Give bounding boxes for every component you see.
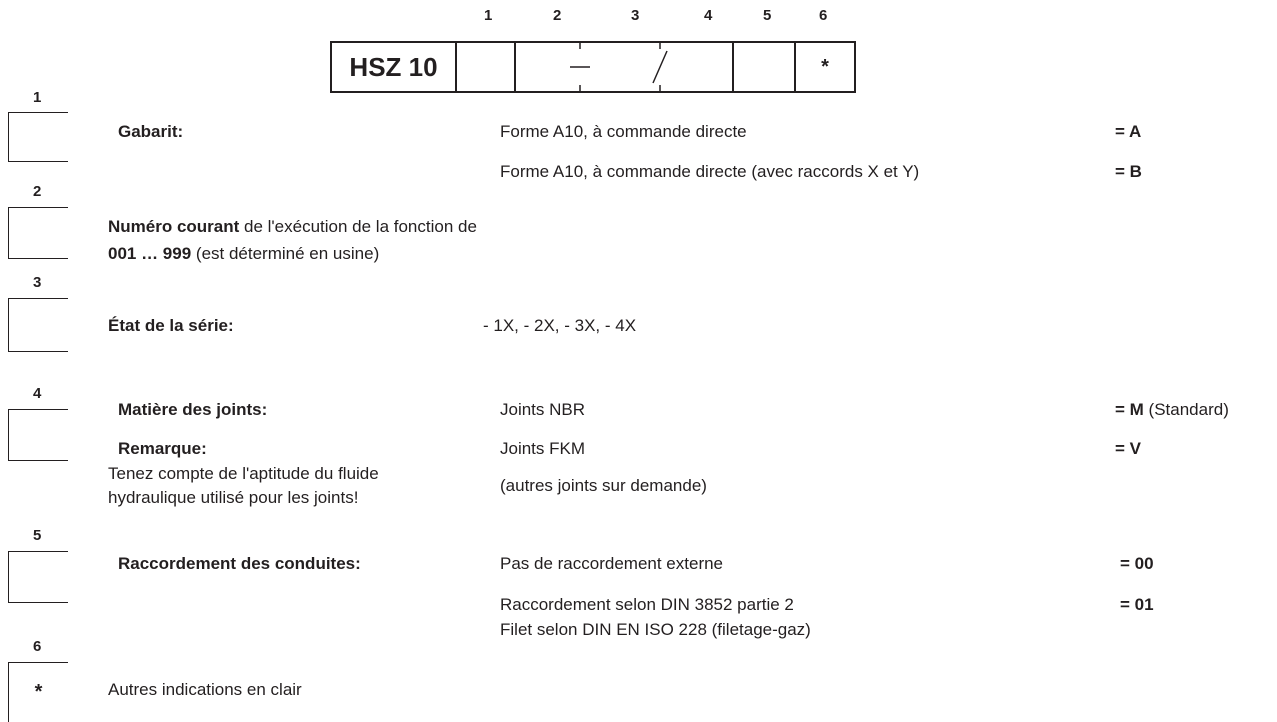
- option-code: = 00: [1120, 554, 1154, 573]
- section-2-note: (est déterminé en usine): [191, 244, 380, 263]
- code-position-3: 3: [631, 7, 640, 24]
- section-number-3: 3: [33, 274, 42, 291]
- section-number-2: 2: [33, 183, 42, 200]
- option-text: (autres joints sur demande): [500, 476, 707, 495]
- option-text: Forme A10, à commande directe: [500, 122, 747, 141]
- section-title-2-bold: Numéro courant: [108, 217, 240, 236]
- option-text: Pas de raccordement externe: [500, 554, 724, 573]
- remark-line-2: hydraulique utilisé pour les joints!: [108, 488, 359, 507]
- section-box-6: *: [8, 662, 68, 722]
- option-text: Filet selon DIN EN ISO 228 (filetage-gaz…: [500, 620, 811, 639]
- section-box-5: [8, 551, 68, 603]
- option-code: = B: [1115, 162, 1142, 181]
- section-2-range: 001 … 999: [108, 244, 192, 263]
- option-code-with-note: = M (Standard): [1115, 401, 1229, 418]
- series-value: - 1X, - 2X, - 3X, - 4X: [483, 316, 637, 335]
- section-box-1: [8, 112, 68, 162]
- section-box-4: [8, 409, 68, 461]
- code-separators: [570, 43, 668, 91]
- section-box-2: [8, 207, 68, 259]
- option-code: = V: [1115, 439, 1141, 458]
- option-text: Raccordement selon DIN 3852 partie 2: [500, 595, 794, 614]
- section-number-5: 5: [33, 527, 42, 544]
- section-number-4: 4: [33, 385, 42, 402]
- section-title-1: Gabarit:: [118, 122, 184, 141]
- code-field-5: [734, 41, 796, 93]
- type-code-prefix: HSZ 10: [330, 41, 457, 93]
- option-code: = 01: [1120, 595, 1154, 614]
- section-title-3: État de la série:: [108, 316, 234, 335]
- code-position-4: 4: [704, 7, 713, 24]
- option-note: (Standard): [1143, 400, 1229, 419]
- section-title-2-rest: de l'exécution de la fonction de: [239, 217, 477, 236]
- code-position-5: 5: [763, 7, 772, 24]
- code-field-1: [457, 41, 516, 93]
- code-field-2-4: [516, 41, 734, 93]
- code-position-6: 6: [819, 7, 828, 24]
- type-code-box: HSZ 10 *: [330, 41, 856, 93]
- section-box-3: [8, 298, 68, 352]
- section-title-4: Matière des joints:: [118, 400, 268, 419]
- option-code: = A: [1115, 122, 1142, 141]
- section-2-line2: 001 … 999 (est déterminé en usine): [108, 245, 379, 262]
- code-field-6: *: [796, 41, 856, 93]
- section-6-text: Autres indications en clair: [108, 680, 302, 699]
- code-position-1: 1: [484, 7, 493, 24]
- option-code: = M: [1115, 400, 1144, 419]
- code-position-2: 2: [553, 7, 562, 24]
- remark-title: Remarque:: [118, 439, 207, 458]
- section-number-1: 1: [33, 89, 42, 106]
- section-title-5: Raccordement des conduites:: [118, 554, 361, 573]
- remark-line-1: Tenez compte de l'aptitude du fluide: [108, 464, 379, 483]
- section-title-2: Numéro courant de l'exécution de la fonc…: [108, 218, 477, 235]
- section-number-6: 6: [33, 638, 42, 655]
- option-text: Joints NBR: [500, 400, 586, 419]
- option-text: Joints FKM: [500, 439, 586, 458]
- option-text: Forme A10, à commande directe (avec racc…: [500, 162, 920, 181]
